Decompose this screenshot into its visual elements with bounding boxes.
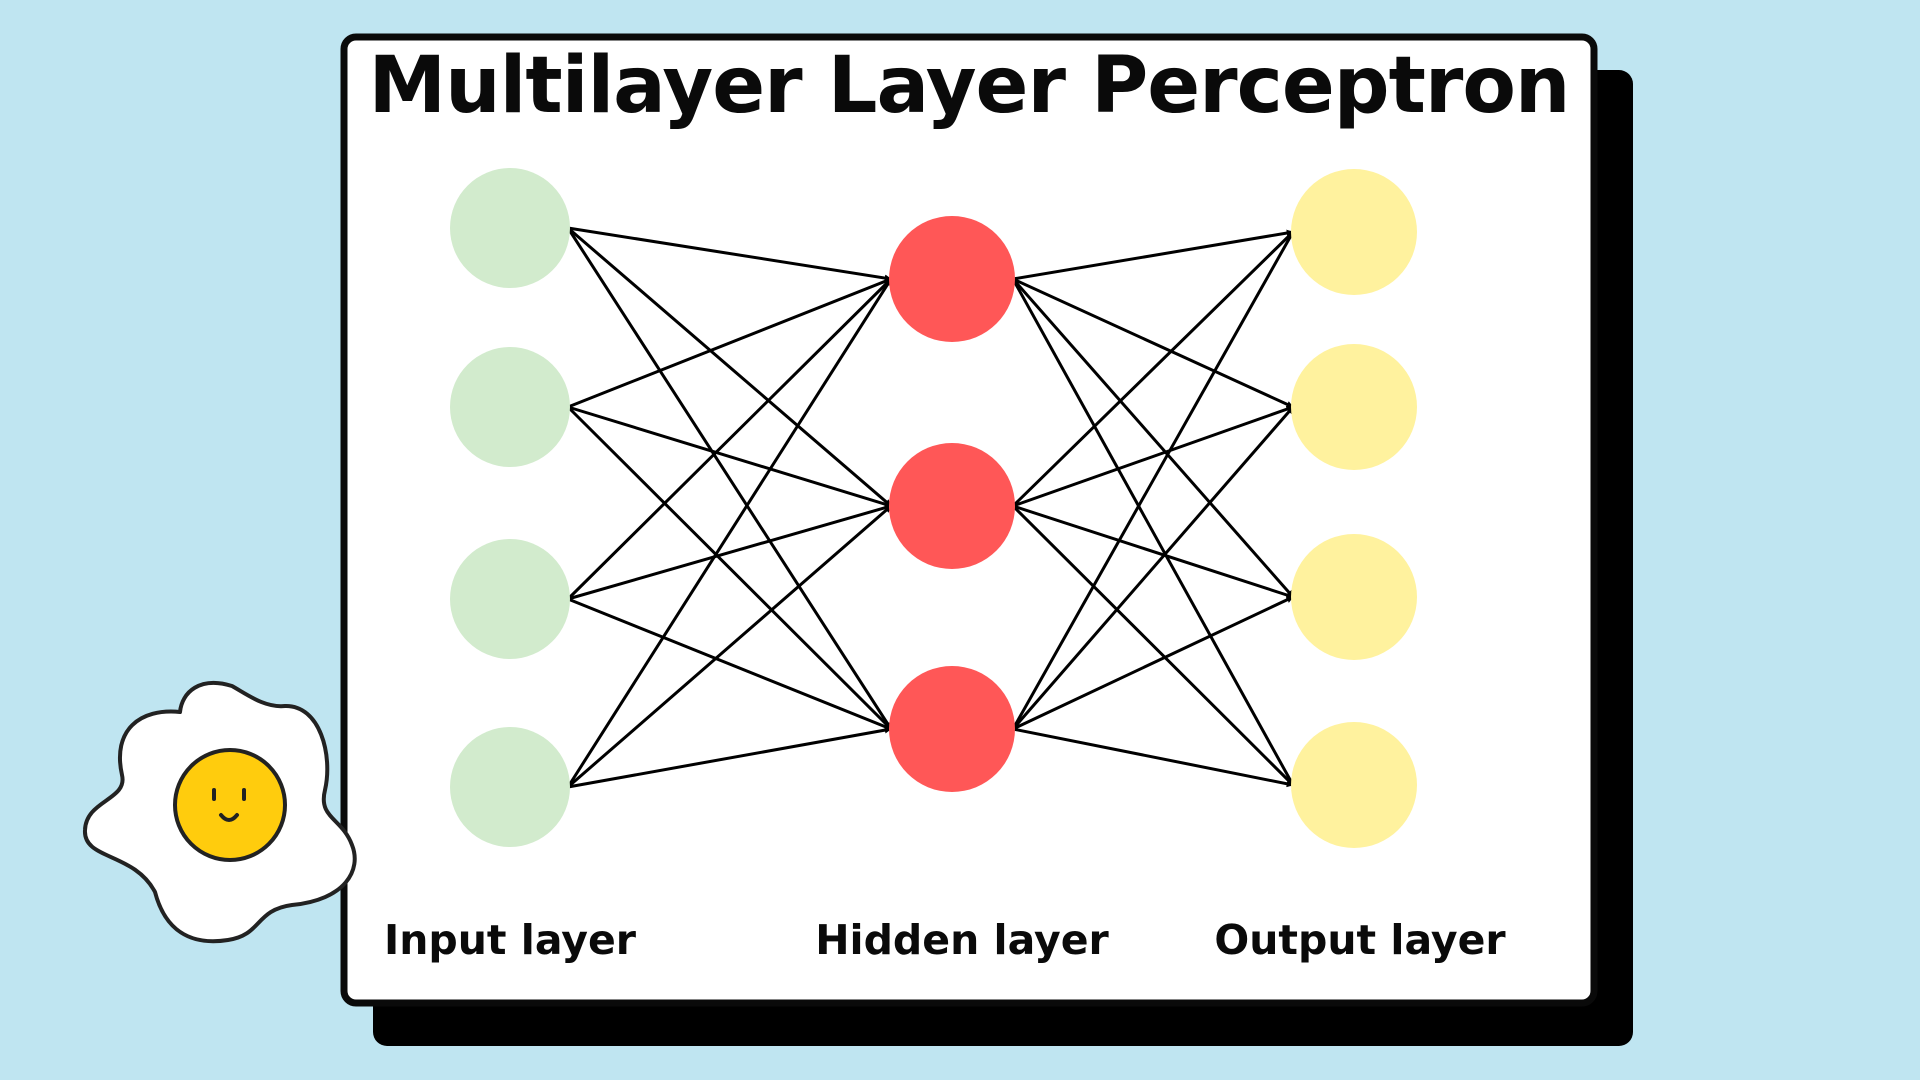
edge-hidden-1-to-output-1 <box>1012 229 1294 281</box>
input-node-4 <box>450 727 570 847</box>
edge-input-2-to-hidden-3 <box>566 405 893 731</box>
output-node-2 <box>1291 344 1417 470</box>
edge-input-4-to-hidden-2 <box>567 504 892 789</box>
edge-input-2-to-hidden-1 <box>567 277 892 409</box>
edge-hidden-1-to-output-4 <box>1011 278 1295 786</box>
edge-input-1-to-hidden-2 <box>567 226 892 508</box>
edge-input-4-to-hidden-3 <box>567 726 892 789</box>
output-node-4 <box>1291 722 1417 848</box>
edge-hidden-2-to-output-2 <box>1012 405 1294 508</box>
hidden-layer-label: Hidden layer <box>815 916 1109 964</box>
fried-egg-smiley-icon <box>82 680 357 944</box>
edge-hidden-1-to-output-2 <box>1012 277 1294 409</box>
neuron-nodes <box>450 168 1417 848</box>
hidden-node-1 <box>889 216 1015 342</box>
input-layer-label: Input layer <box>383 916 637 964</box>
edge-hidden-3-to-output-4 <box>1012 727 1294 788</box>
output-node-3 <box>1291 534 1417 660</box>
edge-input-3-to-hidden-3 <box>567 597 892 731</box>
edge-hidden-2-to-output-4 <box>1011 504 1295 787</box>
input-node-1 <box>450 168 570 288</box>
connection-edges <box>566 226 1295 789</box>
edge-hidden-2-to-output-3 <box>1012 504 1294 599</box>
hidden-node-3 <box>889 666 1015 792</box>
output-node-1 <box>1291 169 1417 295</box>
edge-input-1-to-hidden-1 <box>567 226 892 282</box>
edge-hidden-2-to-output-1 <box>1011 230 1295 508</box>
edge-input-3-to-hidden-2 <box>567 504 892 601</box>
input-node-3 <box>450 539 570 659</box>
hidden-node-2 <box>889 443 1015 569</box>
edge-hidden-3-to-output-2 <box>1011 406 1295 730</box>
edge-input-1-to-hidden-3 <box>566 227 893 730</box>
edge-input-4-to-hidden-1 <box>566 278 893 788</box>
edge-input-3-to-hidden-1 <box>566 277 893 601</box>
edge-hidden-3-to-output-3 <box>1012 595 1294 731</box>
edge-hidden-3-to-output-1 <box>1011 231 1295 730</box>
edge-hidden-1-to-output-3 <box>1011 278 1295 598</box>
output-layer-label: Output layer <box>1214 916 1506 964</box>
input-node-2 <box>450 347 570 467</box>
edge-input-2-to-hidden-2 <box>567 405 892 508</box>
diagram-title: Multilayer Layer Perceptron <box>368 41 1571 131</box>
